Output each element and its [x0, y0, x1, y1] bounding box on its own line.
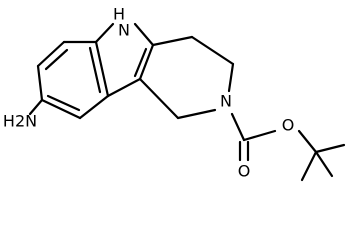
bond-o-ether-cq — [297, 129, 318, 154]
piperidine-nitrogen-label: N — [220, 92, 232, 111]
bond-c7a-n1 — [94, 22, 115, 44]
bond-c5-c4-inner — [46, 94, 81, 112]
bond-c4-c3 — [190, 35, 235, 66]
bond-cq-me2 — [314, 150, 334, 178]
bond-c9a-c9b — [138, 43, 155, 81]
bond-c5-c4 — [40, 98, 82, 120]
bond-c9a-c4 — [151, 35, 194, 47]
bond-c-carbonyl-o-ether — [242, 129, 277, 142]
carbonyl-oxygen-label: O — [238, 162, 251, 181]
bond-c5-nh2 — [28, 98, 44, 116]
bond-c3-n2 — [227, 62, 235, 93]
bond-c6-c5 — [36, 64, 44, 102]
bond-c3a-c7a — [94, 40, 110, 98]
bond-cq-me3 — [300, 150, 318, 182]
bond-n2-c1 — [176, 108, 217, 120]
bond-n1-c9a — [133, 22, 155, 47]
ether-oxygen-label: O — [282, 116, 295, 135]
bond-c9a-c9b-inner — [133, 47, 148, 78]
bond-c1-c9b — [138, 77, 180, 120]
bond-c9b-c3a — [106, 77, 142, 98]
chemical-structure-diagram: H N H2N N O O — [3, 5, 346, 182]
atom-labels: H N H2N N O O — [3, 5, 294, 181]
amine-label: H2N — [3, 112, 37, 131]
bond-c7-c6 — [36, 40, 66, 68]
bond-lines — [28, 22, 346, 182]
indole-nh-hydrogen-label: H — [113, 5, 125, 24]
bond-c4-c3a — [78, 94, 110, 120]
bond-c7-c6-inner — [44, 48, 69, 71]
bond-cq-me1 — [314, 143, 346, 154]
bond-n2-c-carbonyl — [230, 112, 246, 142]
indole-nitrogen-label: N — [118, 21, 130, 40]
bond-c3a-c7a-inner — [88, 46, 102, 94]
